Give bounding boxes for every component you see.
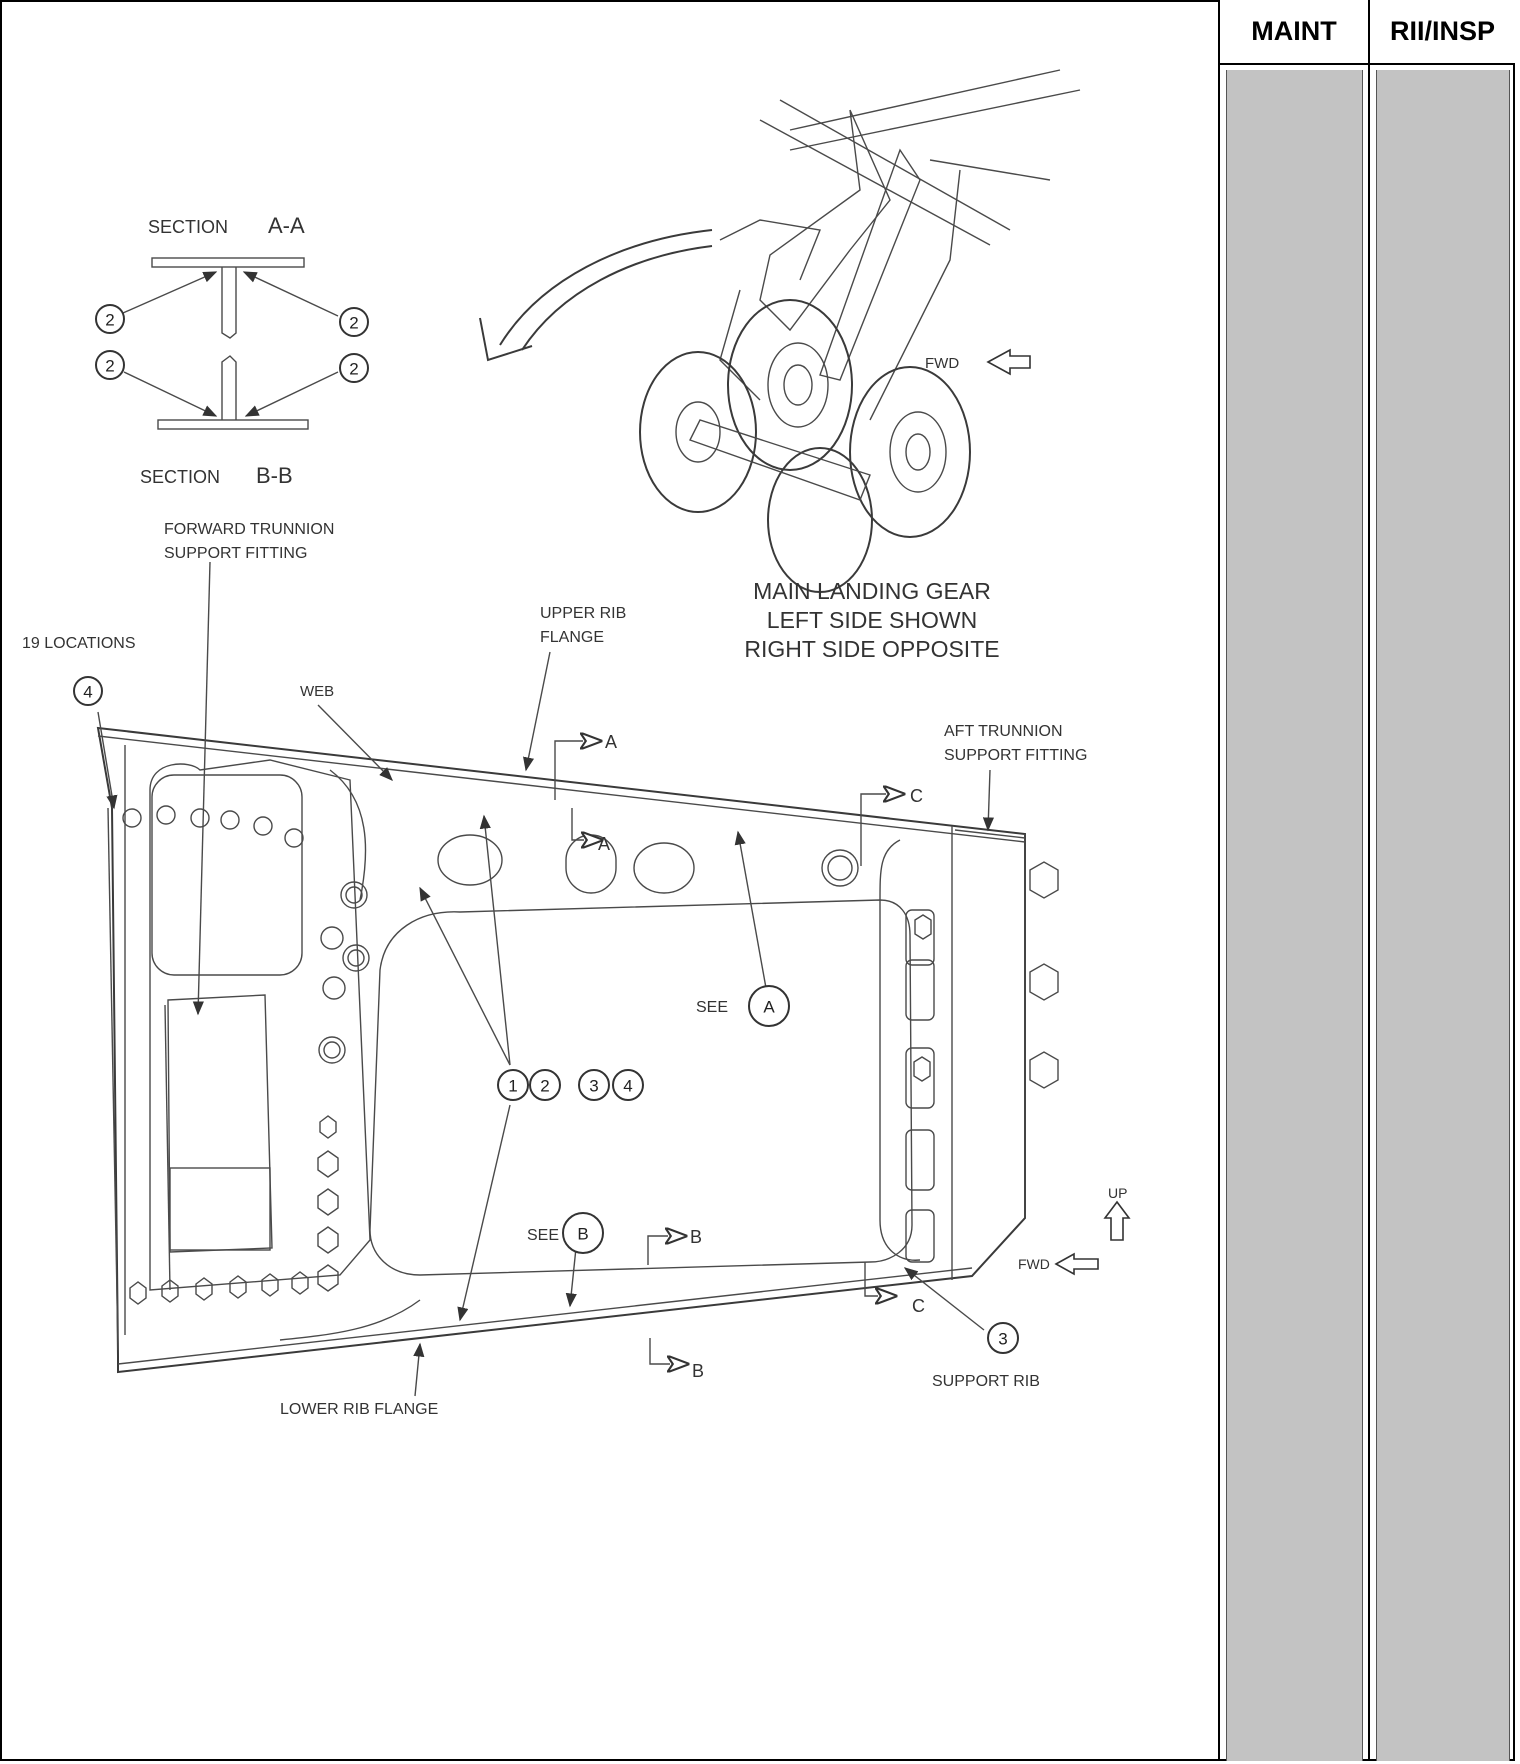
svg-text:4: 4 (83, 683, 92, 702)
svg-text:C: C (910, 786, 923, 806)
web-label: WEB (300, 683, 334, 700)
svg-text:B: B (577, 1225, 588, 1244)
support-rib-assembly: FORWARD TRUNNION SUPPORT FITTING 19 LOCA… (22, 521, 1131, 1418)
svg-text:2: 2 (105, 311, 114, 330)
aft-trunnion-label-1: AFT TRUNNION (944, 723, 1063, 740)
rii-column-header: RII/INSP (1370, 0, 1515, 65)
svg-text:1: 1 (508, 1077, 517, 1096)
wheel-rear-left (639, 351, 757, 513)
lightening-hole-3 (633, 842, 695, 894)
lower-rib-flange-label: LOWER RIB FLANGE (280, 1401, 438, 1418)
support-rib-callout: 3 (987, 1322, 1019, 1354)
svg-text:A: A (763, 998, 775, 1017)
landing-gear-rib-diagram: SECTION A-A 2 2 2 (22, 69, 1131, 1418)
aft-trunnion-label-2: SUPPORT FITTING (944, 747, 1087, 764)
fastener-column (317, 881, 370, 1292)
section-bb-left-callout: 2 (95, 350, 125, 380)
svg-text:3: 3 (998, 1330, 1007, 1349)
support-rib-label: SUPPORT RIB (932, 1373, 1040, 1390)
svg-text:B: B (690, 1227, 702, 1247)
rii-signoff-column: RII/INSP (1368, 0, 1515, 1761)
lightening-hole-1 (437, 834, 503, 886)
section-bb-flange (157, 419, 309, 430)
section-marker-a-top: A (554, 732, 617, 800)
section-marker-c-top: C (860, 786, 923, 866)
svg-text:B: B (692, 1361, 704, 1381)
section-bb-id: B-B (256, 463, 293, 488)
web-cutout (369, 899, 913, 1276)
callout-3: 3 (578, 1069, 610, 1101)
section-aa-id: A-A (268, 213, 305, 238)
svg-text:C: C (912, 1296, 925, 1316)
section-aa-web (221, 267, 237, 339)
callout-1: 1 (497, 1069, 529, 1101)
forward-trunnion-label-1: FORWARD TRUNNION (164, 521, 334, 538)
wheel-rear-right (767, 447, 873, 593)
section-aa-right-callout: 2 (339, 307, 369, 337)
maint-signoff-column: MAINT (1218, 0, 1368, 1761)
gear-fwd-arrow-icon (986, 348, 1031, 376)
wheel-front-left (727, 299, 853, 471)
callout-2: 2 (529, 1069, 561, 1101)
locations-label: 19 LOCATIONS (22, 635, 136, 652)
forward-trunnion-label-2: SUPPORT FITTING (164, 545, 307, 562)
section-aa-detail: SECTION A-A 2 2 (95, 213, 369, 339)
wheel-front-right (849, 366, 971, 538)
fastener-row-bottom (129, 1271, 309, 1305)
upper-rib-label-2: FLANGE (540, 629, 604, 646)
gear-caption-line2: LEFT SIDE SHOWN (767, 607, 977, 633)
section-marker-b-top: B (647, 1227, 702, 1265)
section-bb-label: SECTION (140, 467, 220, 487)
maint-signoff-field[interactable] (1226, 70, 1363, 1761)
section-aa-flange (151, 257, 305, 268)
fwd-label: FWD (1018, 1256, 1050, 1272)
see-b-label: SEE (527, 1227, 559, 1244)
svg-text:2: 2 (540, 1077, 549, 1096)
upper-rib-label-1: UPPER RIB (540, 605, 626, 622)
section-bb-detail: 2 2 SECTION B-B (95, 350, 369, 488)
svg-text:A: A (605, 732, 617, 752)
see-a-label: SEE (696, 999, 728, 1016)
main-landing-gear-illustration: FWD MAIN LANDING GEAR LEFT SIDE SHOWN RI… (479, 69, 1081, 662)
section-aa-label: SECTION (148, 217, 228, 237)
section-aa-left-callout: 2 (95, 304, 125, 334)
up-arrow-icon (1103, 1200, 1131, 1241)
section-marker-b-bottom: B (649, 1338, 704, 1381)
svg-text:A: A (598, 834, 610, 854)
rii-signoff-field[interactable] (1376, 70, 1510, 1761)
maint-column-header: MAINT (1220, 0, 1368, 65)
svg-text:4: 4 (623, 1077, 632, 1096)
callout-4: 4 (612, 1069, 644, 1101)
locations-callout: 4 (73, 676, 103, 706)
up-label: UP (1108, 1185, 1127, 1201)
svg-text:2: 2 (349, 314, 358, 333)
aft-fitting-bolts (905, 861, 1059, 1263)
svg-text:2: 2 (349, 360, 358, 379)
svg-text:3: 3 (589, 1077, 598, 1096)
section-marker-c-bottom: C (864, 1262, 925, 1316)
see-a-callout: A (748, 985, 790, 1027)
section-bb-web (221, 355, 237, 420)
section-bb-right-callout: 2 (339, 353, 369, 383)
gear-fwd-label: FWD (925, 355, 959, 372)
fastener-row-top (122, 805, 304, 848)
see-b-callout: B (562, 1212, 604, 1254)
section-marker-a-bottom: A (571, 808, 610, 854)
fwd-arrow-icon (1054, 1252, 1099, 1276)
svg-text:2: 2 (105, 357, 114, 376)
gear-caption-line1: MAIN LANDING GEAR (753, 578, 991, 604)
gear-caption-line3: RIGHT SIDE OPPOSITE (744, 636, 999, 662)
forward-fitting-outline (149, 759, 371, 1291)
